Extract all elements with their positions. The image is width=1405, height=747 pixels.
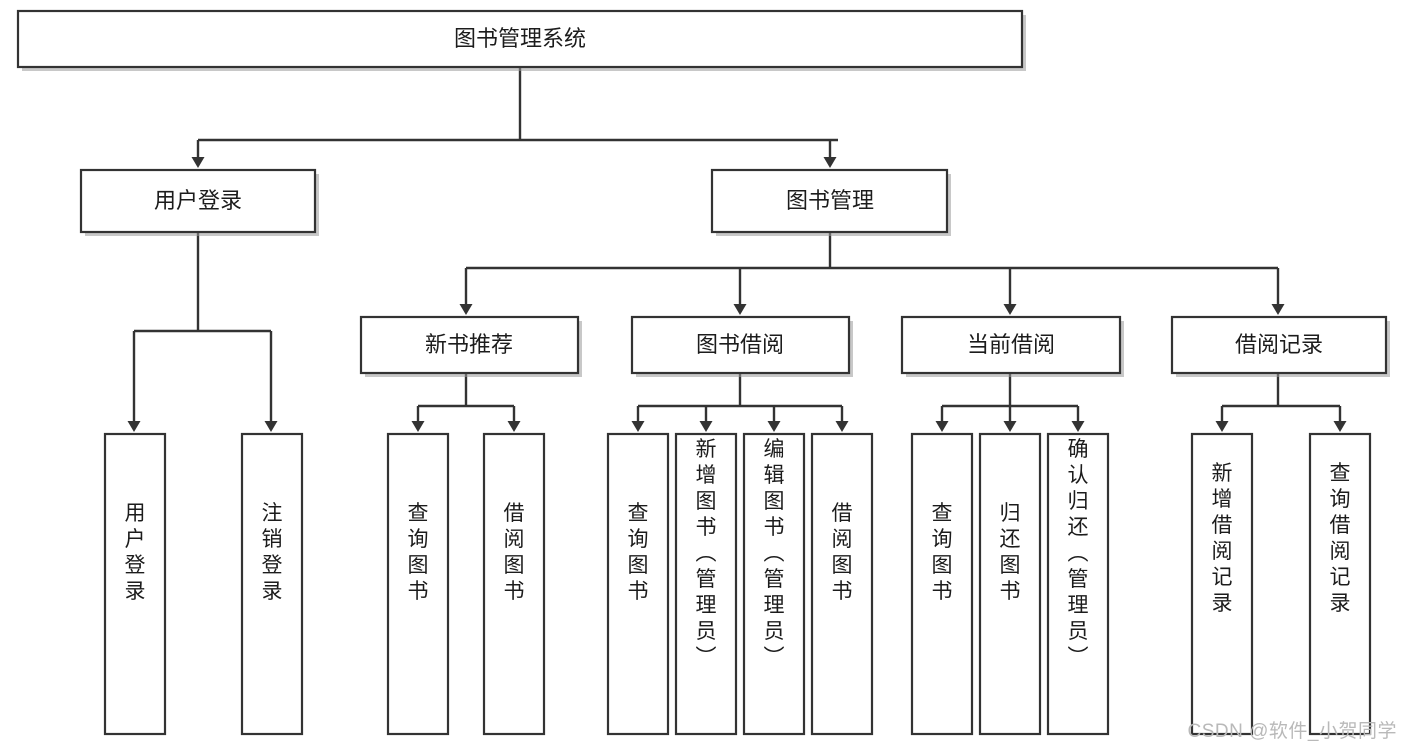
leaf-new-book-0-box (386, 432, 450, 736)
leaf-user-login-1[interactable]: 注销登录 (240, 432, 304, 736)
leaf-borrow-record-0-label: 新增借阅记录 (1212, 462, 1233, 615)
node-book-borrow-box (630, 315, 851, 375)
node-user-login-label: 用户登录 (154, 188, 242, 213)
leaf-current-borrow-0-box (910, 432, 974, 736)
connector-layer (127, 67, 1347, 432)
csdn-watermark: CSDN @软件_小贺同学 (1187, 721, 1397, 742)
node-new-book-recommend[interactable]: 新书推荐 (359, 315, 582, 377)
leaf-current-borrow-1[interactable]: 归还图书 (978, 432, 1042, 736)
node-borrow-record[interactable]: 借阅记录 (1170, 315, 1390, 377)
leaf-borrow-record-1-label: 查询借阅记录 (1330, 462, 1351, 615)
leaf-book-borrow-0-box (606, 432, 670, 736)
leaf-book-borrow-0-label: 查询图书 (628, 502, 649, 603)
node-current-borrow-box (900, 315, 1122, 375)
node-book-borrow-label: 图书借阅 (696, 332, 784, 357)
node-book-borrow[interactable]: 图书借阅 (630, 315, 853, 377)
leaf-book-borrow-1[interactable]: 新增图书︵管理员︶ (674, 432, 738, 736)
node-root-box (16, 9, 1024, 69)
leaf-current-borrow-2-label: 确认归还︵管理员︶ (1068, 438, 1089, 669)
leaf-current-borrow-2[interactable]: 确认归还︵管理员︶ (1046, 432, 1110, 736)
node-borrow-record-label: 借阅记录 (1235, 332, 1323, 357)
node-user-login-box (79, 168, 317, 234)
leaf-new-book-1-label: 借阅图书 (504, 502, 525, 603)
node-current-borrow-label: 当前借阅 (967, 332, 1055, 357)
leaf-new-book-0-label: 查询图书 (408, 502, 429, 603)
leaf-user-login-0[interactable]: 用户登录 (103, 432, 167, 736)
node-root-label: 图书管理系统 (454, 26, 586, 51)
leaf-book-borrow-2-box (742, 432, 806, 736)
node-book-manage-label: 图书管理 (786, 188, 874, 213)
node-current-borrow[interactable]: 当前借阅 (900, 315, 1124, 377)
node-root[interactable]: 图书管理系统 (16, 9, 1026, 71)
leaf-current-borrow-2-box (1046, 432, 1110, 736)
leaf-new-book-1[interactable]: 借阅图书 (482, 432, 546, 736)
leaf-book-borrow-1-box (674, 432, 738, 736)
leaf-user-login-1-box (240, 432, 304, 736)
leaf-current-borrow-1-label: 归还图书 (1000, 502, 1021, 603)
leaf-borrow-record-0-box (1190, 432, 1254, 736)
leaf-current-borrow-0-label: 查询图书 (932, 502, 953, 603)
leaf-new-book-0[interactable]: 查询图书 (386, 432, 450, 736)
leaf-new-book-1-box (482, 432, 546, 736)
node-new-book-recommend-label: 新书推荐 (425, 332, 513, 357)
leaf-book-borrow-2[interactable]: 编辑图书︵管理员︶ (742, 432, 806, 736)
leaf-book-borrow-1-label: 新增图书︵管理员︶ (696, 438, 717, 669)
leaf-borrow-record-0[interactable]: 新增借阅记录 (1190, 432, 1254, 736)
leaf-current-borrow-0[interactable]: 查询图书 (910, 432, 974, 736)
leaf-user-login-0-label: 用户登录 (125, 502, 146, 603)
leaf-borrow-record-1-box (1308, 432, 1372, 736)
leaf-book-borrow-3-label: 借阅图书 (832, 502, 853, 603)
leaf-user-login-0-box (103, 432, 167, 736)
leaf-user-login-1-label: 注销登录 (262, 502, 283, 603)
node-book-manage[interactable]: 图书管理 (710, 168, 951, 236)
leaf-borrow-record-1[interactable]: 查询借阅记录 (1308, 432, 1372, 736)
leaf-current-borrow-1-box (978, 432, 1042, 736)
leaf-book-borrow-3[interactable]: 借阅图书 (810, 432, 874, 736)
leaf-book-borrow-2-label: 编辑图书︵管理员︶ (764, 438, 785, 669)
node-new-book-recommend-box (359, 315, 580, 375)
node-user-login[interactable]: 用户登录 (79, 168, 319, 236)
node-book-manage-box (710, 168, 949, 234)
leaf-book-borrow-0[interactable]: 查询图书 (606, 432, 670, 736)
node-borrow-record-box (1170, 315, 1388, 375)
leaf-book-borrow-3-box (810, 432, 874, 736)
